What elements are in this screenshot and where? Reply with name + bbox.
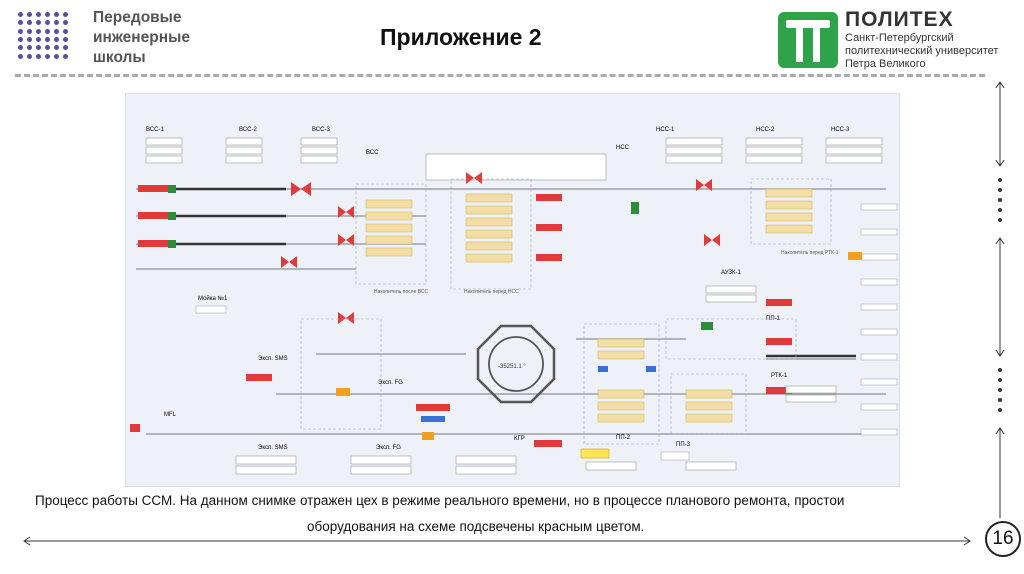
label-nss1: НСС-1 xyxy=(656,127,675,133)
label-eksp-fg-2: Эксп. FG xyxy=(378,380,403,386)
label-eksp-sms: Эксп. SMS xyxy=(258,356,288,362)
horizontal-arrow-icon xyxy=(23,536,971,546)
logo-sub-line: политехнический университет xyxy=(845,45,999,57)
label-vss: ВСС xyxy=(366,150,379,156)
org-name-line: школы xyxy=(93,49,146,66)
logo-sub-line: Санкт-Петербургский xyxy=(845,32,954,44)
vertical-arrows-icon xyxy=(995,81,1005,518)
label-nakop-rtk: Накопитель перед РТК-1 xyxy=(781,250,839,256)
rotary-furnace: -35251.1 ° xyxy=(476,324,556,404)
label-rtk1: РТК-1 xyxy=(771,373,788,379)
page-title: Приложение 2 xyxy=(380,24,542,50)
org-name-line: инженерные xyxy=(93,29,190,46)
label-mfl: MFL xyxy=(164,412,177,418)
university-logo-subtitle: Санкт-Петербургский политехнический унив… xyxy=(845,32,998,71)
scada-diagram: ВСС-1 ВСС-2 ВСС-3 ВСС НСС-1 НСС-2 НСС-3 … xyxy=(130,127,898,475)
furnace-value: -35251.1 ° xyxy=(498,364,526,370)
label-vss3: ВСС-3 xyxy=(312,127,330,133)
org-logo-dots xyxy=(18,12,70,60)
label-auzk1: АУЗК-1 xyxy=(721,270,742,276)
label-vss2: ВСС-2 xyxy=(239,127,257,133)
page-number: 16 xyxy=(985,521,1021,557)
label-eksp-sms-2: Эксп. SMS xyxy=(258,445,288,451)
alarm-markers xyxy=(130,185,792,447)
label-vss1: ВСС-1 xyxy=(146,127,164,133)
caption-line1: Процесс работы ССМ. На данном снимке отр… xyxy=(35,493,845,508)
label-nakop-nss: Накопитель перед НСС xyxy=(464,289,519,295)
label-nakop-vss: Накопитель после ВСС xyxy=(374,289,429,295)
label-kgr: КГР xyxy=(514,436,525,442)
university-logo-icon xyxy=(778,12,838,68)
label-mojka: Мойка №1 xyxy=(198,295,228,302)
label-pp2: ПП-2 xyxy=(616,435,631,441)
label-nss: НСС xyxy=(616,145,630,151)
university-logo-name: ПОЛИТЕХ xyxy=(845,8,954,31)
logo-sub-line: Петра Великого xyxy=(845,58,926,70)
label-eksp-fg: Эксп. FG xyxy=(376,445,401,451)
caption-line2: оборудования на схеме подсвечены красным… xyxy=(307,519,645,534)
label-pp3: ПП-3 xyxy=(676,442,691,448)
label-nss2: НСС-2 xyxy=(756,127,775,133)
org-name-line: Передовые xyxy=(93,9,182,26)
scada-screenshot: ВСС-1 ВСС-2 ВСС-3 ВСС НСС-1 НСС-2 НСС-3 … xyxy=(125,93,900,487)
org-name: Передовые инженерные школы xyxy=(93,8,190,68)
header-divider xyxy=(15,74,985,77)
label-nss3: НСС-3 xyxy=(831,127,850,133)
